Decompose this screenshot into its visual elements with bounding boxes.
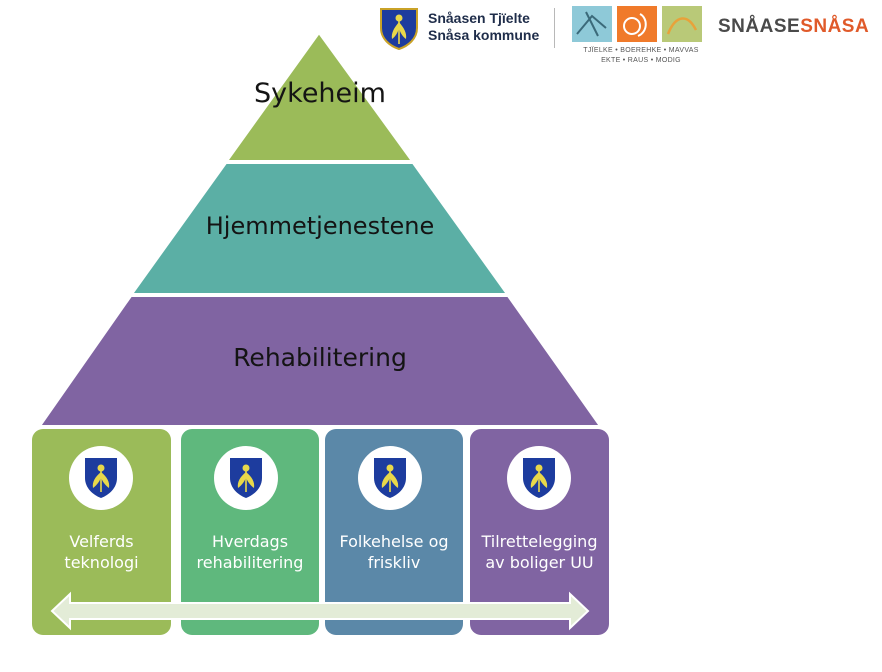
pillar-hverdagsrehabilitering: Hverdags rehabilitering [181, 429, 319, 635]
tier-label-sykeheim: Sykeheim [254, 78, 386, 109]
brand-part2: SNÅSA [800, 16, 870, 37]
shield-icon [214, 446, 278, 510]
pillar-label-velferdsteknologi: Velferds teknologi [64, 532, 139, 572]
shield-icon [358, 446, 422, 510]
pillar-velferdsteknologi: Velferds teknologi [32, 429, 171, 635]
shield-icon [507, 446, 571, 510]
brand-wordmark: SNÅASESNÅSA [718, 16, 869, 38]
pyramid-tier-top [225, 31, 414, 162]
kommune-name: Snåasen Tjïelte Snåsa kommune [428, 10, 539, 44]
pyramid-tier-middle [130, 162, 509, 295]
art-tiles-icon [572, 6, 702, 42]
tagline-line2: EKTE • RAUS • MODIG [601, 57, 681, 64]
tagline-line1: TJÏELKE • BOEREHKE • MAVVAS [583, 47, 699, 54]
shield-icon [69, 446, 133, 510]
header-logos: Snåasen Tjïelte Snåsa kommune TJÏELKE • … [376, 4, 881, 74]
pillar-label-folkehelse: Folkehelse og friskliv [339, 532, 449, 572]
tagline: TJÏELKE • BOEREHKE • MAVVAS EKTE • RAUS … [571, 46, 711, 66]
brand-part1: SNÅASE [718, 16, 801, 37]
tier-label-hjemmetjenestene: Hjemmetjenestene [205, 212, 435, 240]
kommune-name-line2: Snåsa kommune [428, 27, 540, 43]
kommune-name-line1: Snåasen Tjïelte [428, 10, 530, 26]
kommune-shield-icon [380, 8, 418, 50]
pillar-label-hverdagsrehabilitering: Hverdags rehabilitering [196, 532, 304, 572]
header-divider [554, 8, 555, 48]
pillar-label-tilrettelegging: Tilrettelegging av boliger UU [481, 532, 598, 572]
pyramid-tier-bottom [38, 295, 602, 427]
pillar-tilrettelegging: Tilrettelegging av boliger UU [470, 429, 609, 635]
pillar-folkehelse: Folkehelse og friskliv [325, 429, 463, 635]
tier-label-rehabilitering: Rehabilitering [233, 343, 407, 372]
